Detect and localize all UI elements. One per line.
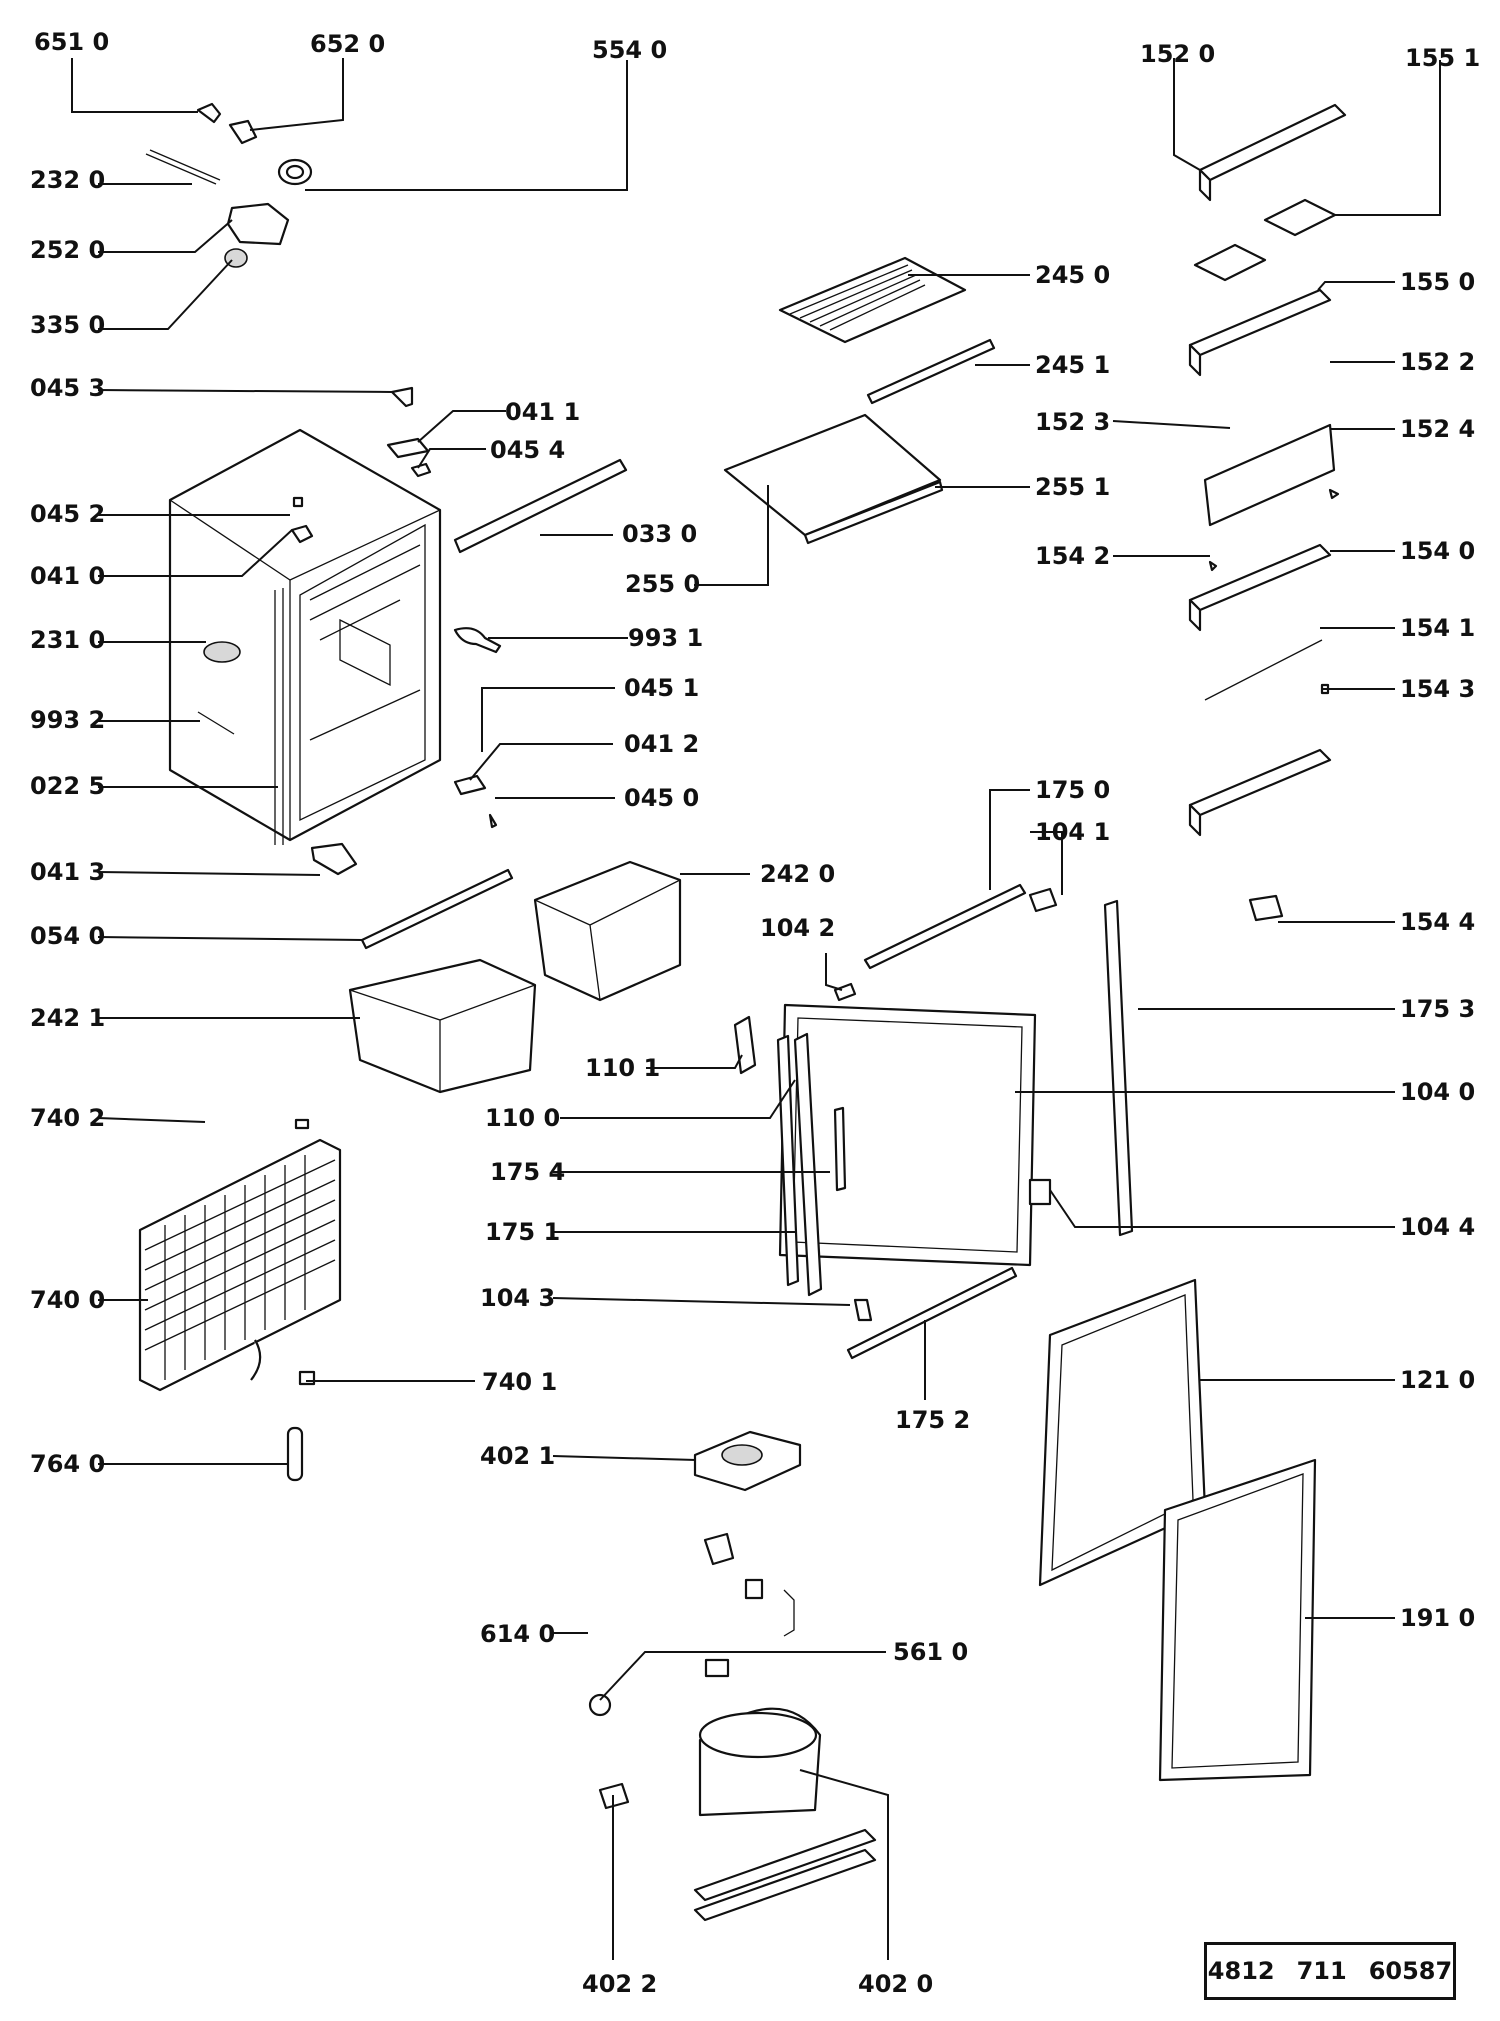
thermostat-parts <box>145 102 313 268</box>
leader-lines <box>71 58 1441 1960</box>
label-740-0: 740 0 <box>30 1286 105 1314</box>
label-104-1: 104 1 <box>1035 818 1110 846</box>
label-255-1: 255 1 <box>1035 473 1110 501</box>
label-104-4: 104 4 <box>1400 1213 1475 1241</box>
label-245-0: 245 0 <box>1035 261 1110 289</box>
label-104-0: 104 0 <box>1400 1078 1475 1106</box>
label-041-0: 041 0 <box>30 562 105 590</box>
label-045-4: 045 4 <box>490 436 565 464</box>
label-121-0: 121 0 <box>1400 1366 1475 1394</box>
label-740-2: 740 2 <box>30 1104 105 1132</box>
label-104-3: 104 3 <box>480 1284 555 1312</box>
shelves <box>723 256 996 545</box>
label-191-0: 191 0 <box>1400 1604 1475 1632</box>
label-104-2: 104 2 <box>760 914 835 942</box>
door-bins <box>1188 103 1347 837</box>
label-154-0: 154 0 <box>1400 537 1475 565</box>
label-041-1: 041 1 <box>505 398 580 426</box>
door-assembly <box>733 883 1317 1782</box>
label-154-4: 154 4 <box>1400 908 1475 936</box>
label-245-1: 245 1 <box>1035 351 1110 379</box>
label-402-1: 402 1 <box>480 1442 555 1470</box>
drawing-code-part-2: 711 <box>1296 1957 1347 1985</box>
label-041-2: 041 2 <box>624 730 699 758</box>
cabinet <box>168 428 442 845</box>
label-154-1: 154 1 <box>1400 614 1475 642</box>
label-651-0: 651 0 <box>34 28 109 56</box>
label-175-3: 175 3 <box>1400 995 1475 1023</box>
label-242-1: 242 1 <box>30 1004 105 1032</box>
drawing-code-part-1: 4812 <box>1207 1957 1275 1985</box>
label-045-0: 045 0 <box>624 784 699 812</box>
drawing-code-box: 4812 711 60587 <box>1204 1942 1456 2000</box>
label-175-0: 175 0 <box>1035 776 1110 804</box>
label-110-0: 110 0 <box>485 1104 560 1132</box>
label-402-0: 402 0 <box>858 1970 933 1998</box>
label-255-0: 255 0 <box>625 570 700 598</box>
label-402-2: 402 2 <box>582 1970 657 1998</box>
label-054-0: 054 0 <box>30 922 105 950</box>
label-022-5: 022 5 <box>30 772 105 800</box>
crisper-drawers <box>348 860 682 1094</box>
label-154-3: 154 3 <box>1400 675 1475 703</box>
label-242-0: 242 0 <box>760 860 835 888</box>
label-554-0: 554 0 <box>592 36 667 64</box>
label-152-4: 152 4 <box>1400 415 1475 443</box>
label-993-1: 993 1 <box>628 624 703 652</box>
condenser-coil <box>138 1118 342 1482</box>
label-152-0: 152 0 <box>1140 40 1215 68</box>
label-045-1: 045 1 <box>624 674 699 702</box>
label-652-0: 652 0 <box>310 30 385 58</box>
label-175-2: 175 2 <box>895 1406 970 1434</box>
label-252-0: 252 0 <box>30 236 105 264</box>
label-231-0: 231 0 <box>30 626 105 654</box>
label-335-0: 335 0 <box>30 311 105 339</box>
label-045-2: 045 2 <box>30 500 105 528</box>
label-110-1: 110 1 <box>585 1054 660 1082</box>
part-labels: 651 0 652 0 554 0 232 0 252 0 335 0 045 … <box>30 28 1480 1998</box>
label-041-3: 041 3 <box>30 858 105 886</box>
label-561-0: 561 0 <box>893 1638 968 1666</box>
label-740-1: 740 1 <box>482 1368 557 1396</box>
label-155-0: 155 0 <box>1400 268 1475 296</box>
label-175-4: 175 4 <box>490 1158 565 1186</box>
label-232-0: 232 0 <box>30 166 105 194</box>
label-152-3: 152 3 <box>1035 408 1110 436</box>
label-152-2: 152 2 <box>1400 348 1475 376</box>
label-154-2: 154 2 <box>1035 542 1110 570</box>
label-175-1: 175 1 <box>485 1218 560 1246</box>
hinge-brackets <box>310 386 628 950</box>
label-155-1: 155 1 <box>1405 44 1480 72</box>
label-614-0: 614 0 <box>480 1620 555 1648</box>
label-045-3: 045 3 <box>30 374 105 402</box>
label-993-2: 993 2 <box>30 706 105 734</box>
compressor-assembly <box>588 1430 877 1922</box>
drawing-code-part-3: 60587 <box>1368 1957 1453 1985</box>
label-764-0: 764 0 <box>30 1450 105 1478</box>
label-033-0: 033 0 <box>622 520 697 548</box>
